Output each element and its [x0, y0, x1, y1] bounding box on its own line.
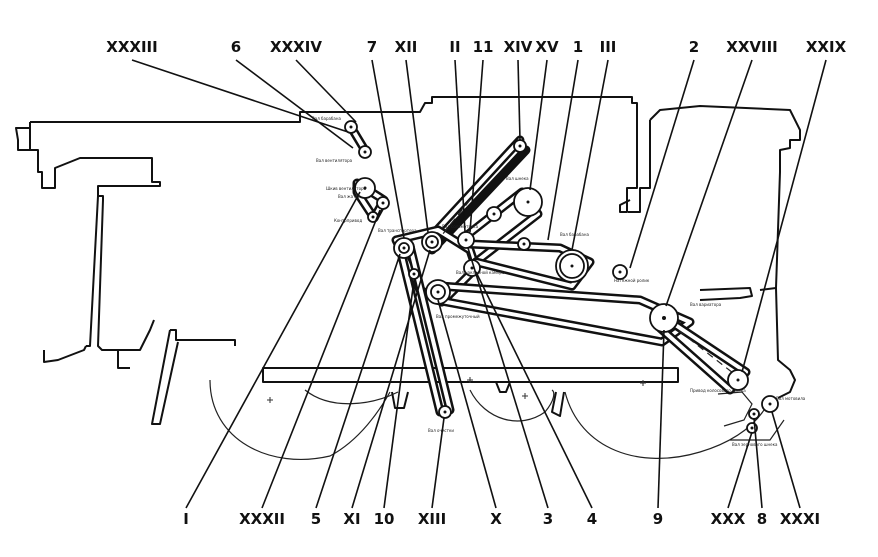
- note-11: Привод колосового шнека: [690, 388, 746, 393]
- note-5: Вал соломотряса: [442, 224, 479, 229]
- pulley-drum: [555, 249, 589, 283]
- callout-bottom-xxxii: XXXII: [239, 510, 285, 528]
- pulley-10: [408, 268, 420, 280]
- pulley-12: [517, 237, 531, 251]
- note-13: Вал зернового шнека: [732, 442, 778, 447]
- pulley-11: [486, 206, 502, 222]
- callout-bottom-10: 10: [374, 510, 395, 528]
- callout-top-ii: II: [449, 38, 460, 56]
- callout-top-xxxiii: XXXIII: [106, 38, 157, 56]
- pulley-xxix: [727, 369, 749, 391]
- callout-bottom-xxx: XXX: [711, 510, 746, 528]
- callout-top-iii: III: [600, 38, 617, 56]
- pulley-ii: [457, 231, 475, 249]
- callout-bottom-8: 8: [757, 510, 767, 528]
- pulley-6b: [358, 145, 372, 159]
- note-4: Контрпривод: [334, 218, 362, 223]
- callout-top-xxxiv: XXXIV: [270, 38, 322, 56]
- callout-top-2: 2: [689, 38, 699, 56]
- callout-bottom-i: I: [183, 510, 189, 528]
- machine-outline: [15, 96, 801, 460]
- callout-top-6: 6: [231, 38, 241, 56]
- callout-bottom-3: 3: [543, 510, 553, 528]
- pulley-2: [612, 264, 628, 280]
- note-9: Вал промежуточный: [436, 314, 480, 319]
- pulley-xiii: [438, 405, 452, 419]
- callout-bottom-x: X: [490, 510, 502, 528]
- note-6: Вал шнека: [506, 176, 529, 181]
- note-17: Вал жатки: [338, 194, 361, 199]
- center-marks: [267, 377, 646, 403]
- callout-top-xiv: XIV: [504, 38, 533, 56]
- note-2: Вал вентилятора: [316, 158, 353, 163]
- pulley-xxviii: [649, 303, 679, 333]
- callout-bottom-xiii: XIII: [418, 510, 446, 528]
- note-15: Вал транспортера: [378, 228, 417, 233]
- pulley-7: [393, 237, 415, 259]
- note-12: Вал мотовила: [776, 396, 806, 401]
- callout-top-xxix: XXIX: [806, 38, 847, 56]
- pulley-xii: [421, 231, 443, 253]
- note-8: Натяжной ролик: [614, 278, 650, 283]
- pulley-xxxi: [761, 395, 779, 413]
- bottom-callouts: I XXXII 5 XI 10 XIII X 3 4 9 XXX 8 XXXI: [183, 510, 820, 528]
- pulley-xv: [513, 187, 543, 217]
- callout-top-1: 1: [573, 38, 583, 56]
- callout-bottom-4: 4: [587, 510, 597, 528]
- leader-lines: [131, 59, 827, 509]
- pulley-8: [748, 408, 760, 420]
- note-10: Вал очистки: [428, 428, 454, 433]
- callout-top-xii: XII: [395, 38, 418, 56]
- pulley-xiv: [513, 139, 527, 153]
- callout-top-7: 7: [367, 38, 377, 56]
- small-notes: Вал барабана Вал вентилятора Шкив вентил…: [312, 116, 806, 447]
- callout-top-xv: XV: [535, 38, 559, 56]
- note-7: Вал барабана: [560, 232, 589, 237]
- callout-bottom-xxxi: XXXI: [780, 510, 820, 528]
- note-1: Вал барабана: [312, 116, 341, 121]
- callout-bottom-5: 5: [311, 510, 321, 528]
- note-14: Вал наклонной камеры: [456, 270, 505, 275]
- callout-bottom-xi: XI: [343, 510, 360, 528]
- callout-top-xxviii: XXVIII: [726, 38, 777, 56]
- callout-top-11: 11: [473, 38, 494, 56]
- pulleys: [344, 120, 779, 434]
- top-callouts: XXXIII 6 XXXIV 7 XII II 11 XIV XV 1 III …: [106, 38, 846, 56]
- note-16: Вал вариатора: [690, 302, 722, 307]
- note-3: Шкив вентилятора: [326, 186, 367, 191]
- pulley-fan-b: [376, 196, 390, 210]
- pulley-6a: [344, 120, 358, 134]
- pulley-x: [425, 279, 451, 305]
- callout-bottom-9: 9: [653, 510, 663, 528]
